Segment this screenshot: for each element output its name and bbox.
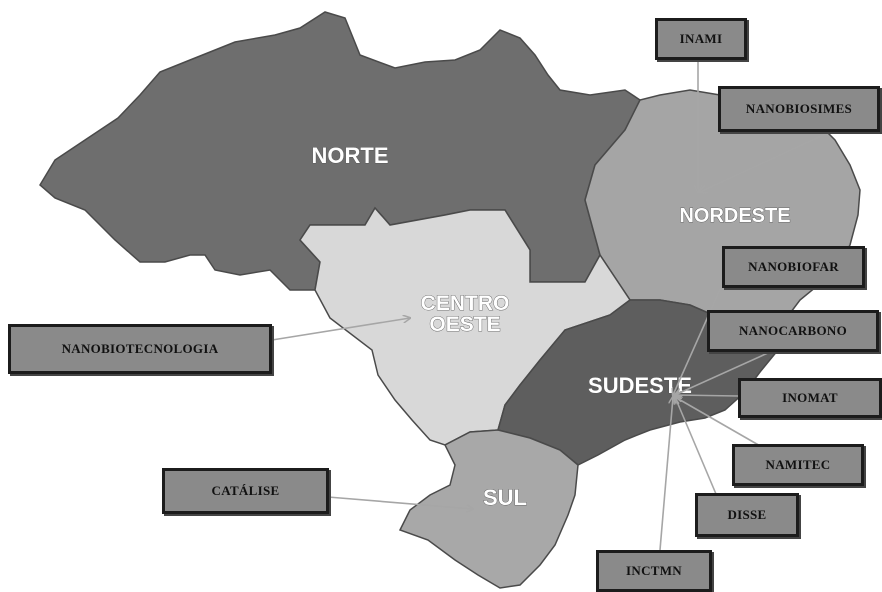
label-sul: SUL [483,485,527,510]
arrow-nanobiofar [673,284,723,395]
arrow-disse [675,397,717,495]
arrow-namitec [675,397,763,448]
label-norte: NORTE [312,143,389,168]
box-namitec: NAMITEC [732,444,864,486]
box-nanocarbono: NANOCARBONO [707,310,879,352]
box-nanobiofar: NANOBIOFAR [722,246,865,288]
box-nanobiotecnologia: NANOBIOTECNOLOGIA [8,324,272,374]
arrow-inomat [675,395,739,396]
label-centro-oeste-line2: OESTE [429,313,500,336]
arrow-catalise [327,496,473,509]
label-centro-oeste-line1: CENTRO [421,292,510,315]
box-catalise: CATÁLISE [162,468,329,514]
box-inami: INAMI [655,18,747,60]
box-disse: DISSE [695,493,799,537]
region-sul [398,429,579,589]
label-nordeste: NORDESTE [679,205,790,227]
box-nanobiosimes: NANOBIOSIMES [718,86,880,132]
arrow-nanobiosimes [700,131,831,192]
arrow-nanobiotecnologia [271,318,410,341]
box-inomat: INOMAT [738,378,882,418]
box-inctmn: INCTMN [596,550,712,592]
arrow-inctmn [659,397,673,551]
